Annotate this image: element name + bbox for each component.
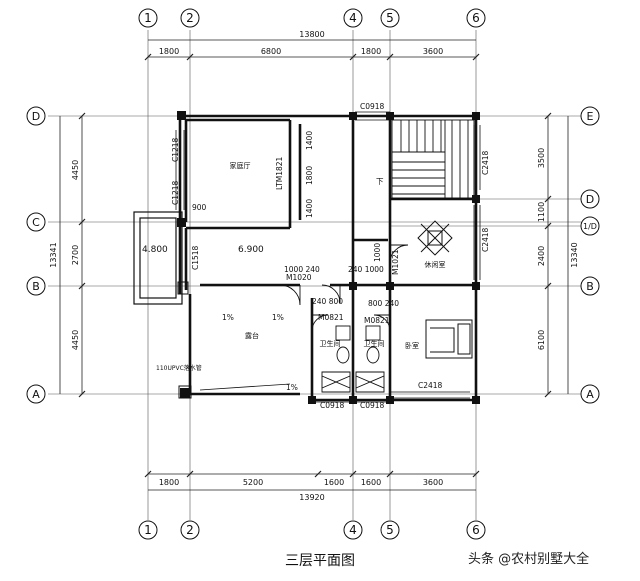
window-label: C2418 <box>418 381 443 390</box>
row-axis-label: A <box>32 388 40 401</box>
dim-label: 1400 <box>305 131 314 150</box>
window-label: C1218 <box>171 180 180 205</box>
dimension-lines <box>59 39 569 491</box>
col-axis-label: 5 <box>386 11 394 25</box>
top-dim: 6800 <box>261 47 281 56</box>
door-label: LTM1821 <box>275 156 284 190</box>
window-label: C1518 <box>191 245 200 270</box>
door-swings <box>279 244 409 332</box>
row-axis-label: E <box>587 110 594 123</box>
dim-label: 1800 <box>305 166 314 185</box>
bed-symbol <box>425 319 473 359</box>
plan-title: 三层平面图 <box>285 553 355 569</box>
top-dim: 1800 <box>159 47 179 56</box>
window-label: C2418 <box>481 227 490 252</box>
right-dim: 2400 <box>537 246 546 266</box>
column-outlines <box>177 281 192 399</box>
window-label: C1218 <box>171 137 180 162</box>
col-axis-label: 2 <box>186 11 194 25</box>
window-label: C0918 <box>360 102 385 111</box>
slope-label: 1% <box>286 383 298 392</box>
dim-label: 800 240 <box>368 299 399 308</box>
bottom-dim: 5200 <box>243 478 263 487</box>
row-axis-label: B <box>32 280 40 293</box>
window-marks <box>175 111 481 403</box>
watermark: 头条 @农村别墅大全 <box>468 552 590 567</box>
window-label: C0918 <box>320 401 345 410</box>
bottom-dim: 1600 <box>361 478 381 487</box>
right-total-dim: 13340 <box>570 242 579 267</box>
stair-down-label: 下 <box>376 177 384 186</box>
col-axis-label: 1 <box>144 523 152 537</box>
room-names: 家庭厅 休闲室 露台 卧室 卫生间 卫生间 <box>230 161 446 350</box>
room-terrace: 露台 <box>245 331 259 340</box>
terrace-drain-line <box>199 383 291 391</box>
dim-label: 1400 <box>305 199 314 218</box>
slope-label: 1% <box>222 313 234 322</box>
room-bath-2: 卫生间 <box>364 339 385 348</box>
col-axis-label: 2 <box>186 523 194 537</box>
row-axis-label: C <box>32 216 40 229</box>
left-total-dim: 13341 <box>49 242 58 267</box>
door-label: M1021 <box>391 249 400 275</box>
elevation-label: 4.800 <box>142 245 168 255</box>
axis-grid-lines <box>48 30 590 520</box>
row-axis-label: B <box>586 280 594 293</box>
room-bedroom: 卧室 <box>405 341 419 350</box>
left-dim: 2700 <box>71 245 80 265</box>
room-bath-1: 卫生间 <box>320 339 341 348</box>
window-label: C2418 <box>481 150 490 175</box>
left-dim: 4450 <box>71 330 80 350</box>
window-label: C0918 <box>360 401 385 410</box>
right-dim: 6100 <box>537 330 546 350</box>
row-axis-label: 1/D <box>583 222 597 231</box>
door-label: M0821 <box>364 316 390 325</box>
axis-bubbles <box>26 8 600 540</box>
room-leisure: 休闲室 <box>425 260 446 269</box>
walls <box>178 114 478 402</box>
pipe-label: 110UPVC落水管 <box>156 364 202 372</box>
bottom-dim: 1600 <box>324 478 344 487</box>
dim-label: 240 800 <box>312 297 343 306</box>
row-axis-label: A <box>586 388 594 401</box>
right-dim: 3500 <box>537 148 546 168</box>
right-dim: 1100 <box>537 202 546 222</box>
side-balcony <box>133 211 183 305</box>
left-dim: 4450 <box>71 160 80 180</box>
room-family-hall: 家庭厅 <box>230 161 251 170</box>
bottom-dim: 3600 <box>423 478 443 487</box>
axis-labels-columns: 1 2 4 5 6 1 2 4 5 6 <box>144 11 480 537</box>
slope-label: 1% <box>272 313 284 322</box>
col-axis-label: 4 <box>349 523 357 537</box>
bottom-dim: 1800 <box>159 478 179 487</box>
row-axis-label: D <box>586 193 594 206</box>
col-axis-label: 5 <box>386 523 394 537</box>
bath-fixtures <box>321 325 385 393</box>
top-total-dim: 13800 <box>299 30 324 39</box>
col-axis-label: 6 <box>472 523 480 537</box>
component-labels: C0918 C1218 C1218 LTM1821 C1518 C2418 C2… <box>142 102 490 410</box>
col-axis-label: 4 <box>349 11 357 25</box>
staircase <box>391 119 475 199</box>
column-posts <box>177 111 480 404</box>
dim-label: 1000 240 <box>284 265 320 274</box>
row-axis-label: D <box>32 110 40 123</box>
dimension-texts: 13800 1800 6800 1800 3600 1800 5200 1600… <box>49 30 579 502</box>
dining-table-symbol <box>417 220 453 256</box>
axis-labels-rows: D C B A E D 1/D B A <box>32 110 597 401</box>
dim-label: 1000 <box>373 243 382 262</box>
top-dim: 1800 <box>361 47 381 56</box>
top-dim: 3600 <box>423 47 443 56</box>
col-axis-label: 6 <box>472 11 480 25</box>
dim-label: 240 1000 <box>348 265 384 274</box>
door-label: M0821 <box>318 313 344 322</box>
bottom-total-dim: 13920 <box>299 493 324 502</box>
elevation-label: 6.900 <box>238 245 264 255</box>
dim-label: 900 <box>192 203 207 212</box>
door-label: M1020 <box>286 273 312 282</box>
col-axis-label: 1 <box>144 11 152 25</box>
